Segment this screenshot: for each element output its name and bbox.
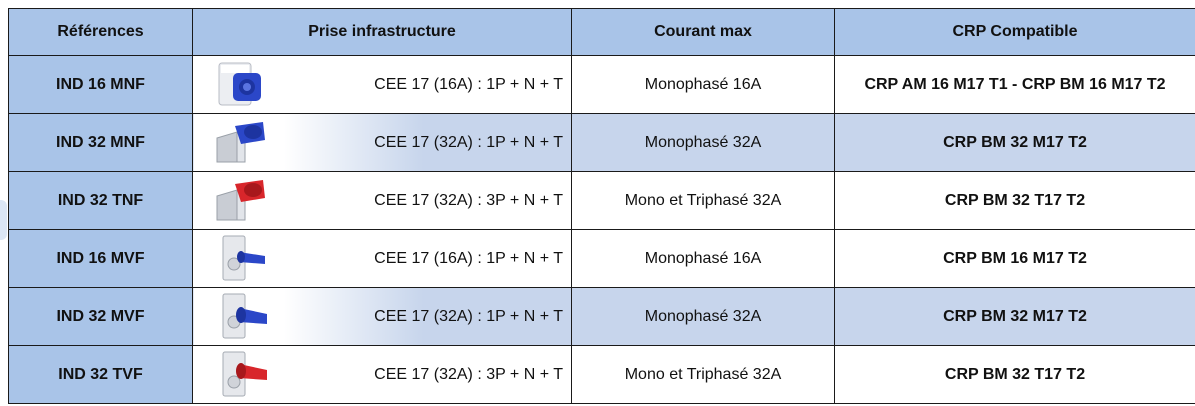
reference-cell: IND 16 MVF [8,229,193,288]
socket-red-panel-icon [207,350,273,398]
table-row: IND 32 TNF CEE 17 (32A) : 3P + N + T Mon… [8,171,1195,230]
crp-cell: CRP BM 32 M17 T2 [834,287,1195,346]
table-row: IND 16 MNF CEE 17 (16A) : 1P + N + T Mon… [8,55,1195,114]
table-row: IND 32 TVF CEE 17 (32A) : 3P + N + T Mon… [8,345,1195,404]
socket-blue-panel-icon [207,234,273,282]
table-row: IND 16 MVF CEE 17 (16A) : 1P + N + T Mon… [8,229,1195,288]
crp-cell: CRP BM 32 T17 T2 [834,171,1195,230]
prise-cell: CEE 17 (32A) : 1P + N + T [192,287,572,346]
left-edge-decoration [0,200,7,240]
reference-cell: IND 32 TNF [8,171,193,230]
table-row: IND 32 MVF CEE 17 (32A) : 1P + N + T Mon… [8,287,1195,346]
prise-label: CEE 17 (16A) : 1P + N + T [374,75,563,93]
crp-cell: CRP BM 32 T17 T2 [834,345,1195,404]
prise-label: CEE 17 (32A) : 3P + N + T [374,365,563,383]
references-table: Références Prise infrastructure Courant … [8,8,1195,404]
prise-label: CEE 17 (32A) : 1P + N + T [374,133,563,151]
prise-cell: CEE 17 (16A) : 1P + N + T [192,229,572,288]
prise-label: CEE 17 (32A) : 1P + N + T [374,307,563,325]
socket-red-angled-icon [207,176,273,224]
prise-label: CEE 17 (32A) : 3P + N + T [374,191,563,209]
prise-cell: CEE 17 (32A) : 1P + N + T [192,113,572,172]
reference-cell: IND 32 TVF [8,345,193,404]
courant-cell: Monophasé 32A [571,287,835,346]
reference-cell: IND 32 MVF [8,287,193,346]
courant-cell: Mono et Triphasé 32A [571,345,835,404]
prise-cell: CEE 17 (16A) : 1P + N + T [192,55,572,114]
courant-cell: Monophasé 32A [571,113,835,172]
header-row: Références Prise infrastructure Courant … [8,8,1195,56]
courant-cell: Mono et Triphasé 32A [571,171,835,230]
socket-blue-panel-icon [207,292,273,340]
socket-blue-angled-icon [207,118,273,166]
prise-cell: CEE 17 (32A) : 3P + N + T [192,345,572,404]
prise-cell: CEE 17 (32A) : 3P + N + T [192,171,572,230]
crp-cell: CRP AM 16 M17 T1 - CRP BM 16 M17 T2 [834,55,1195,114]
reference-cell: IND 16 MNF [8,55,193,114]
header-courant: Courant max [571,8,835,56]
table-row: IND 32 MNF CEE 17 (32A) : 1P + N + T Mon… [8,113,1195,172]
crp-cell: CRP BM 32 M17 T2 [834,113,1195,172]
header-crp: CRP Compatible [834,8,1195,56]
socket-blue-box-icon [207,60,273,108]
courant-cell: Monophasé 16A [571,55,835,114]
header-references: Références [8,8,193,56]
prise-label: CEE 17 (16A) : 1P + N + T [374,249,563,267]
header-prise: Prise infrastructure [192,8,572,56]
reference-cell: IND 32 MNF [8,113,193,172]
courant-cell: Monophasé 16A [571,229,835,288]
crp-cell: CRP BM 16 M17 T2 [834,229,1195,288]
